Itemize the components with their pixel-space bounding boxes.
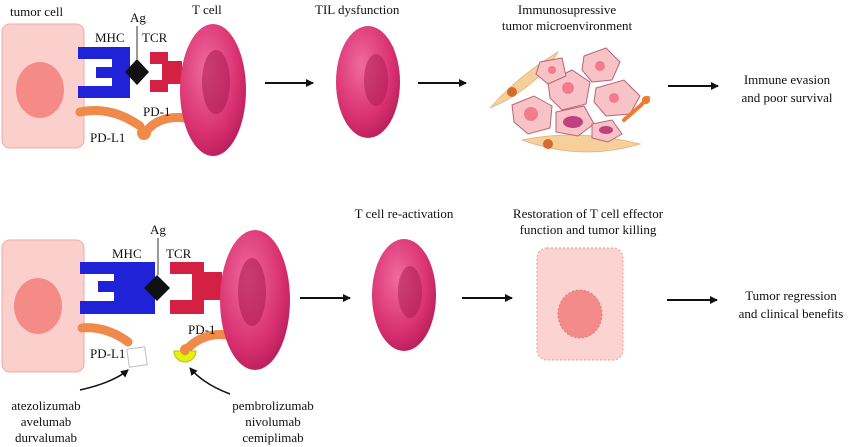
tumor-microcell-nucleus xyxy=(548,66,556,74)
fibroblast-nucleus xyxy=(507,87,517,97)
immune-evasion-label-line1: Immune evasion xyxy=(744,72,831,87)
anti-pdl1-pointer-arrow xyxy=(79,369,129,391)
tumor-regression-label-line1: Tumor regression xyxy=(745,288,837,303)
anti-pdl1-drug: avelumab xyxy=(21,414,72,429)
microenv-label-line2: tumor microenvironment xyxy=(502,18,633,33)
til-cell-nucleus xyxy=(364,54,388,106)
anti-pd1-drug: nivolumab xyxy=(245,414,301,429)
fibroblast xyxy=(520,134,642,153)
tumor-microcell-nucleus xyxy=(609,93,619,103)
antigen xyxy=(125,59,149,85)
reactivated-t-cell-nucleus xyxy=(398,266,422,318)
microenvironment-cells xyxy=(489,47,650,153)
pdl1-label: PD-L1 xyxy=(90,346,125,361)
t-cell-reactivation-label: T cell re-activation xyxy=(355,206,454,221)
macrophage-body xyxy=(642,96,650,104)
anti-pd1-drug: cemiplimab xyxy=(242,430,303,445)
tumor-microcell-nucleus xyxy=(563,116,583,128)
mhc-molecule xyxy=(78,47,130,98)
top-row: tumor cell Ag T cell MHC TCR PD-1 PD-L1 … xyxy=(1,2,833,156)
tcr-label: TCR xyxy=(166,246,192,261)
tumor-microcell-nucleus xyxy=(524,107,538,121)
mhc-molecule xyxy=(80,262,155,314)
tumor-microcell-nucleus xyxy=(562,82,574,94)
pd1-label: PD-1 xyxy=(143,104,170,119)
antigen xyxy=(144,275,170,301)
ag-label: Ag xyxy=(150,222,166,237)
immune-evasion-label-line2: and poor survival xyxy=(742,90,833,105)
tcr-molecule xyxy=(170,262,222,314)
t-cell-label: T cell xyxy=(192,2,222,17)
tumor-cell-label: tumor cell xyxy=(10,4,63,19)
mhc-label: MHC xyxy=(112,246,142,261)
restoration-label-line2: function and tumor killing xyxy=(520,222,657,237)
pd1-label: PD-1 xyxy=(188,322,215,337)
pd1-molecule xyxy=(141,113,190,137)
bottom-row: Ag MHC TCR PD-1 PD-L1 atezolizumab avelu… xyxy=(1,206,844,445)
anti-pdl1-drug: durvalumab xyxy=(15,430,77,445)
pdl1-molecule xyxy=(77,323,133,347)
pdl1-molecule xyxy=(75,106,145,131)
tcr-label: TCR xyxy=(142,30,168,45)
tumor-regression-label-line2: and clinical benefits xyxy=(739,306,844,321)
anti-pd1-pointer-arrow xyxy=(189,367,231,395)
til-dysfunction-label: TIL dysfunction xyxy=(315,2,400,17)
anti-pdl1-antibody xyxy=(126,346,148,368)
pdl1-label: PD-L1 xyxy=(90,130,125,145)
anti-pd1-drug: pembrolizumab xyxy=(232,398,314,413)
ag-label: Ag xyxy=(130,10,146,25)
restored-tumor-cell-nucleus xyxy=(557,289,603,339)
pd-binding-knob xyxy=(137,126,151,140)
anti-pdl1-drug: atezolizumab xyxy=(11,398,80,413)
tumor-cell-nucleus xyxy=(14,278,62,334)
t-cell-nucleus xyxy=(202,50,230,114)
mhc-label: MHC xyxy=(95,30,125,45)
tumor-microcell-nucleus xyxy=(595,61,605,71)
restoration-label-line1: Restoration of T cell effector xyxy=(513,206,664,221)
microenv-label-line1: Immunosupressive xyxy=(518,2,616,17)
fibroblast-nucleus xyxy=(543,139,553,149)
tumor-cell-nucleus xyxy=(16,62,64,118)
tcr-molecule xyxy=(150,52,182,92)
tumor-microcell-nucleus xyxy=(599,126,613,134)
t-cell-nucleus xyxy=(238,258,266,326)
anti-pd1-antibody xyxy=(173,350,197,363)
